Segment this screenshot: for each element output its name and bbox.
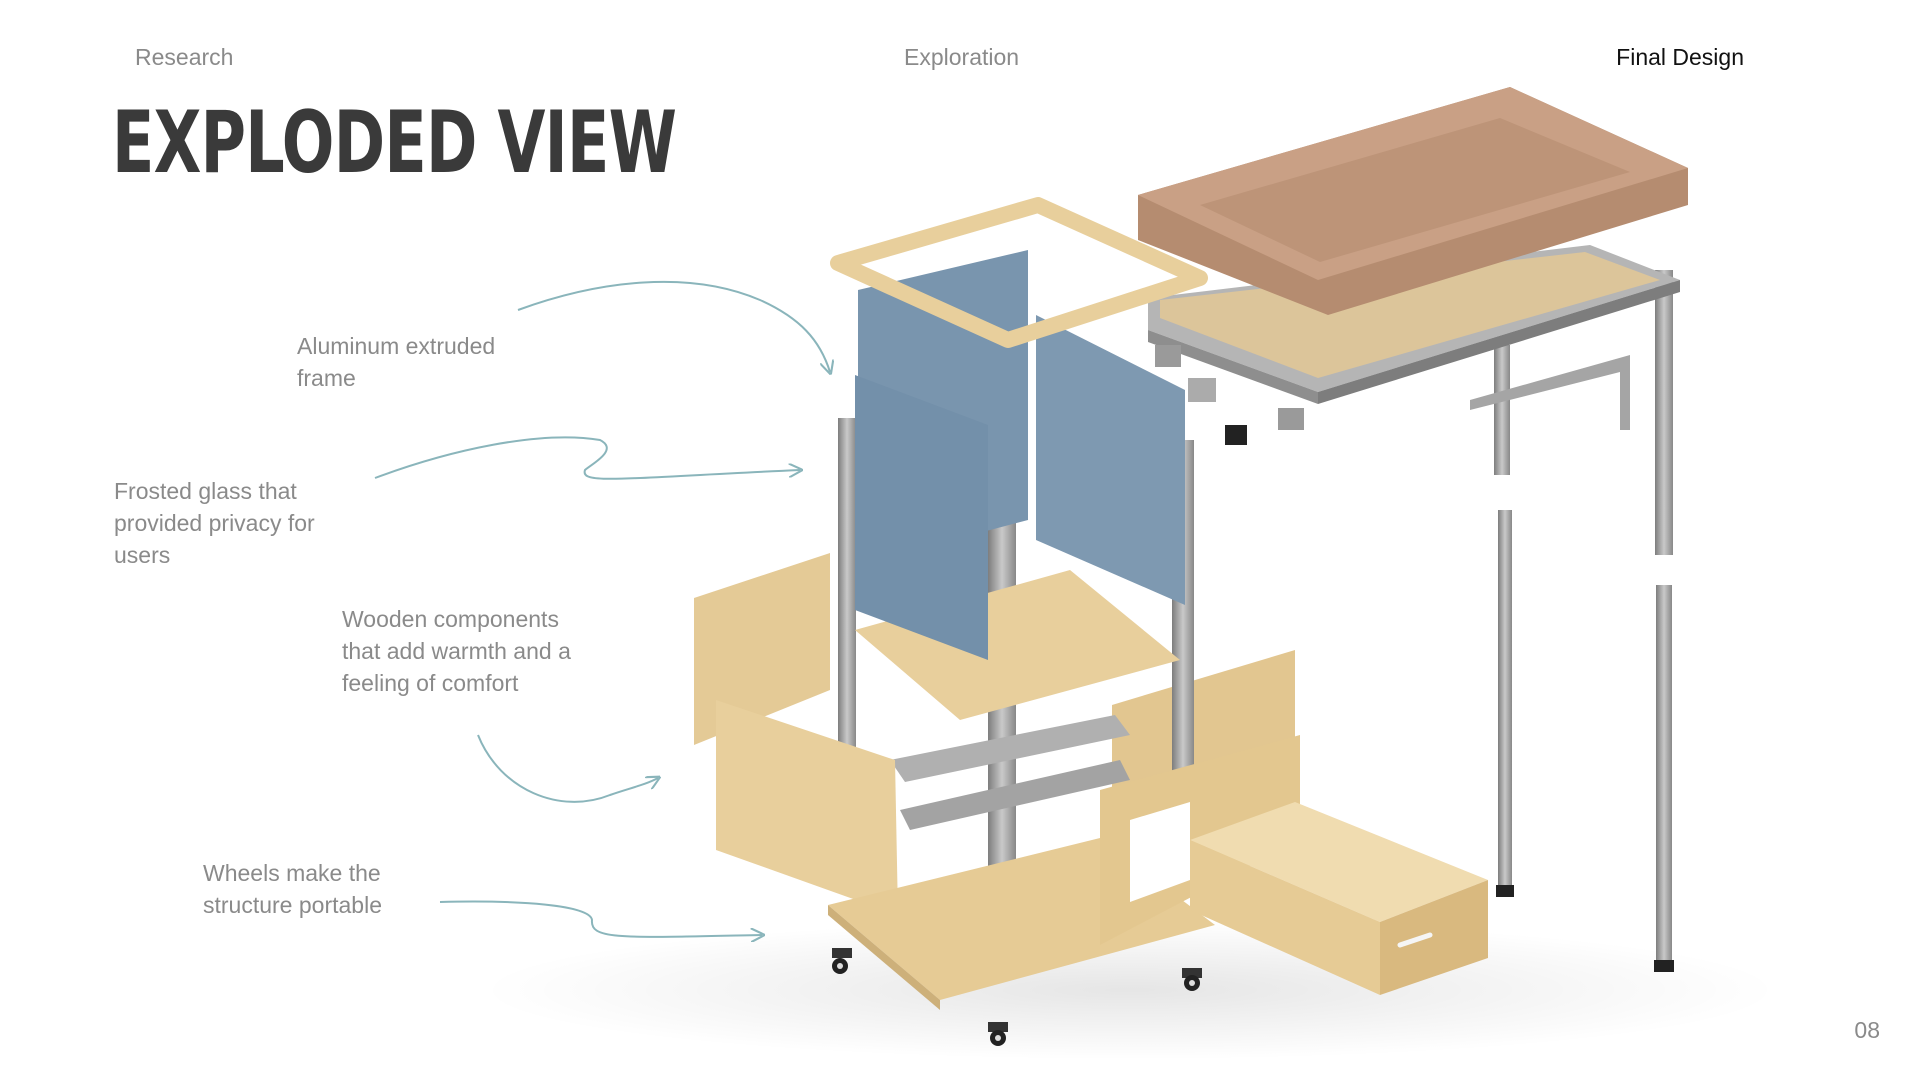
side-bracket (1470, 355, 1630, 430)
wheel (988, 1022, 1008, 1046)
wheel (1182, 968, 1202, 991)
arrow-frame (517, 280, 830, 372)
annotation-arrows (374, 280, 830, 937)
nav-exploration[interactable]: Exploration (904, 44, 1020, 70)
back-panel (694, 553, 830, 745)
table-leg (1498, 510, 1512, 890)
arrow-wheels (439, 900, 762, 937)
wheel (832, 948, 852, 974)
drawer-handle (1397, 932, 1433, 948)
annotation-wheels: Wheels make the structure portable (203, 860, 382, 918)
page-title: EXPLODED VIEW (112, 93, 677, 193)
leg-foot (1654, 960, 1674, 972)
drawer (1190, 802, 1488, 922)
nav-research[interactable]: Research (135, 44, 234, 70)
annotation-wood: Wooden components that add warmth and a … (342, 606, 571, 696)
table-leg (1494, 345, 1510, 475)
table-leg (1655, 270, 1673, 555)
leg-foot (1496, 885, 1514, 897)
cabinet-assembly (694, 197, 1488, 1046)
glass-panel (1036, 315, 1185, 605)
top-wood-frame (830, 197, 1208, 348)
page-number: 08 (1854, 1017, 1880, 1043)
table-leg (1656, 585, 1672, 965)
annotation-glass: Frosted glass that provided privacy for … (114, 478, 315, 568)
table-assembly (1138, 87, 1688, 972)
arrow-glass (374, 436, 800, 480)
arrow-wood (477, 734, 658, 803)
front-panel (716, 700, 898, 915)
glass-panel (855, 375, 988, 660)
nav-final-design[interactable]: Final Design (1616, 44, 1744, 70)
frame-post (838, 418, 856, 763)
table-board (1160, 252, 1660, 378)
annotation-frame: Aluminum extruded frame (297, 333, 496, 391)
